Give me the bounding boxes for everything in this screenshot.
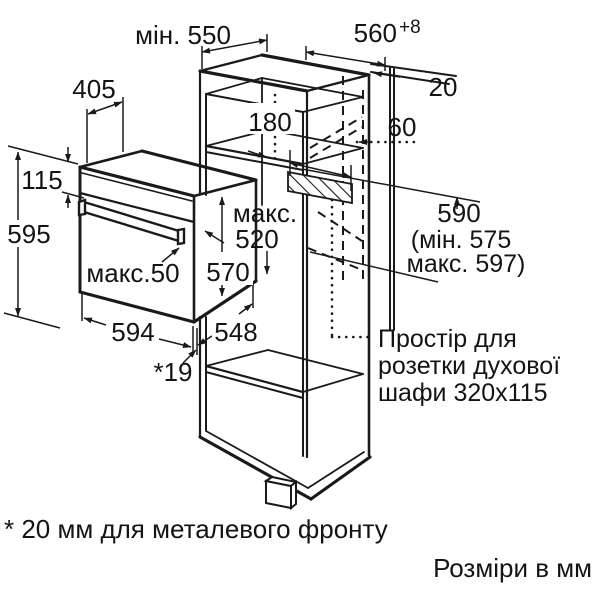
socket-note-line3: шафи 320x115 <box>378 379 548 407</box>
cabinet-foot <box>263 475 299 511</box>
dim-570: 570 <box>206 257 249 287</box>
dim-548: 548 <box>214 317 257 347</box>
dim-590: 590 <box>437 198 480 228</box>
dim-590-min: (мін. 575 <box>411 226 511 254</box>
oven-handle <box>77 198 186 246</box>
label-backers <box>6 103 295 345</box>
dim-60: 60 <box>388 112 417 142</box>
oven-outline <box>78 149 258 324</box>
socket-area-hatch <box>287 170 353 205</box>
dim-590-max: макс. 597) <box>407 250 526 278</box>
dotted-leaders <box>273 93 422 339</box>
dim-560: 560 <box>354 18 397 48</box>
socket-note-line1: Простір для <box>378 325 517 353</box>
dim-595: 595 <box>7 219 50 249</box>
dim-180: 180 <box>248 107 291 137</box>
dim-max50: макс.50 <box>86 258 179 288</box>
dim-max520-word: макс. <box>233 198 297 228</box>
dim-594: 594 <box>111 317 154 347</box>
dim-min-550: мін. 550 <box>135 20 231 50</box>
footnote-metal-front: * 20 мм для металевого фронту <box>4 514 388 544</box>
dim-20: 20 <box>429 72 458 102</box>
socket-note-line2: розетки духової <box>378 352 560 380</box>
dim-405: 405 <box>72 74 115 104</box>
hidden-edges <box>307 76 364 283</box>
units-note: Розміри в мм <box>433 553 592 583</box>
dim-115: 115 <box>21 165 62 195</box>
dim-560-tolerance: +8 <box>399 17 421 38</box>
dim-star19: *19 <box>153 357 192 387</box>
dim-max520-value: 520 <box>235 224 278 254</box>
